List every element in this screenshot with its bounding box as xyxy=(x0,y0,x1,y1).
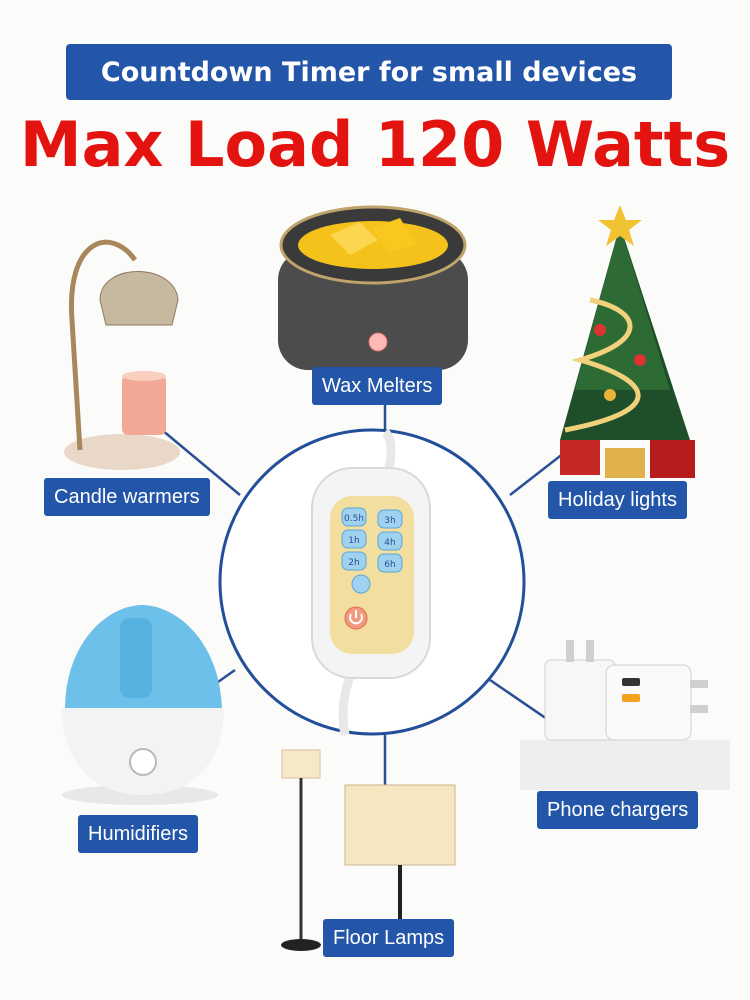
phone-charger-image xyxy=(520,640,730,790)
timer-button-6h xyxy=(377,553,403,573)
svg-text:0.5h: 0.5h xyxy=(344,514,364,524)
svg-text:1h: 1h xyxy=(348,536,359,546)
wax-melter-image xyxy=(278,205,468,370)
floor-lamp-image xyxy=(281,749,456,951)
clock-icon xyxy=(351,574,371,594)
svg-text:6h: 6h xyxy=(384,560,395,570)
max-load-headline: Max Load 120 Watts xyxy=(19,108,731,181)
label-humidifiers: Humidifiers xyxy=(78,815,199,853)
timer-button-0.5h xyxy=(341,507,367,527)
label-candle-warmers: Candle warmers xyxy=(44,478,210,516)
timer-button-1h xyxy=(341,529,367,549)
label-wax-melters: Wax Melters xyxy=(312,367,443,405)
christmas-tree-image xyxy=(560,205,695,478)
timer-remote: 0.5h 3h 1h 4h 2h 6h xyxy=(311,467,431,679)
humidifier-image xyxy=(62,605,224,805)
svg-text:3h: 3h xyxy=(384,516,395,526)
power-button-icon xyxy=(129,748,157,776)
timer-button-4h xyxy=(377,531,403,551)
title-banner: Countdown Timer for small devices xyxy=(66,44,672,100)
label-holiday-lights: Holiday lights xyxy=(548,481,687,519)
svg-text:4h: 4h xyxy=(384,538,395,548)
timer-button-3h xyxy=(377,509,403,529)
svg-text:2h: 2h xyxy=(348,558,359,568)
timer-button-2h xyxy=(341,551,367,571)
label-phone-chargers: Phone chargers xyxy=(537,791,699,829)
candle-warmer-image xyxy=(64,239,180,470)
label-floor-lamps: Floor Lamps xyxy=(323,919,455,957)
